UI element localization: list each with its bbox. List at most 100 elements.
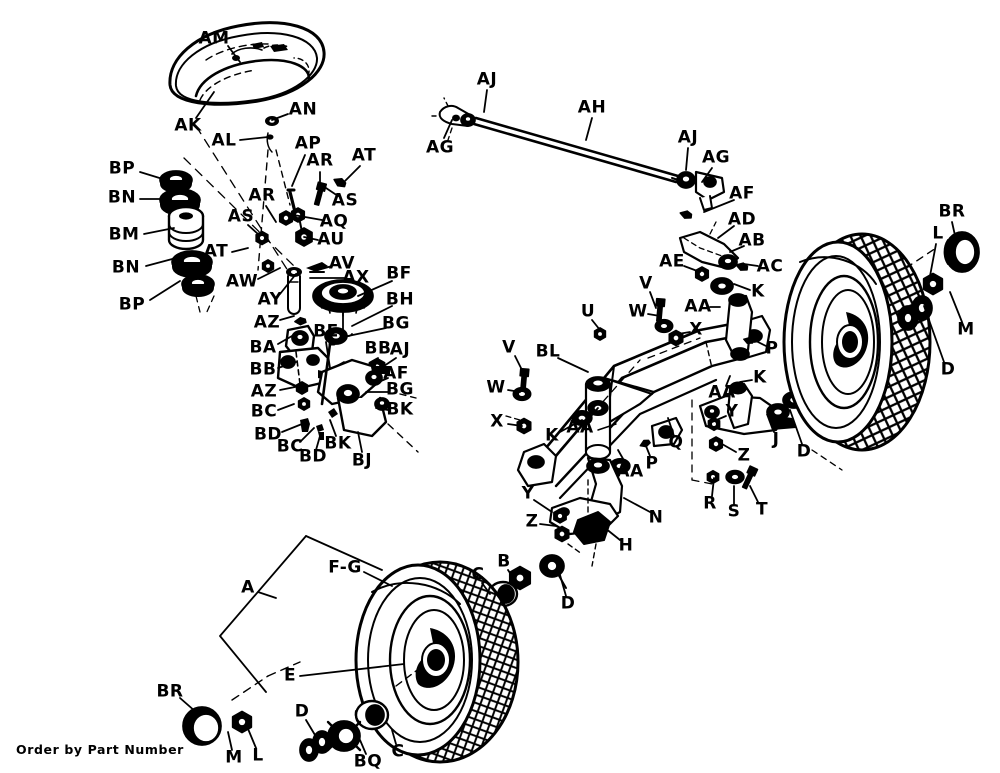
leader-line-ay [279,273,297,295]
callout-label-as: AS [331,190,359,211]
callout-label-bk1: BK [386,399,414,420]
steering-wheel-part [168,21,326,106]
callout-label-v1: V [639,273,653,294]
leader-line-b [507,569,517,583]
callout-label-aa4: AA [616,461,644,482]
leader-line-n [623,497,651,513]
callout-label-fg: F-G [328,557,362,578]
callout-label-bj: BJ [351,450,373,471]
leader-line-bm [143,227,175,235]
callout-label-aj3: AJ [677,127,699,148]
callout-label-p1: P [765,338,779,359]
callout-label-ax: AX [342,267,370,288]
bushing-stack-part [159,170,215,315]
callout-label-br2: BR [156,681,184,702]
leader-line-x2 [507,423,523,427]
leader-line-aj3 [685,147,689,171]
callout-label-bb: BB [249,359,277,380]
callout-label-v2: V [502,337,516,358]
leader-line-v1 [649,291,657,309]
callout-label-ay: AY [257,289,283,310]
leader-line-as2 [247,224,259,235]
callout-label-c2: C [391,741,405,762]
callout-label-af2: AF [729,183,755,204]
leader-line-h [599,523,621,541]
callout-label-aa2: AA [708,382,736,403]
leader-line-bd2 [315,435,321,451]
callout-label-b: B [497,551,511,572]
callout-label-bd: BD [253,424,283,445]
callout-label-u: U [580,301,596,322]
callout-label-t: T [755,499,769,520]
leader-line-al [239,136,269,141]
callout-label-av: AV [328,253,356,274]
leader-line-w2 [507,389,521,393]
callout-label-c1: C [471,564,485,585]
leader-line-at [343,165,361,183]
leader-line-k1 [733,283,751,291]
callout-label-az2: AZ [250,381,278,402]
steering-column-part [183,116,297,275]
leader-line-am [227,45,241,63]
callout-label-d2: D [560,593,576,614]
callout-label-m1: M [957,319,975,340]
leader-line-u [591,319,601,331]
leader-line-an [271,113,289,121]
leader-line-at2 [231,247,249,253]
callout-label-w2: W [486,377,506,398]
callout-label-bn: BN [107,187,137,208]
leader-line-ah [585,117,593,141]
callout-label-p2: P [645,453,659,474]
callout-label-bh: BH [385,289,415,310]
leader-line-bp [139,171,167,181]
leader-line-ag2 [701,167,713,183]
leader-line-aj1 [383,357,397,367]
leader-line-fg [363,571,393,587]
leader-line-y2 [533,499,553,513]
callout-label-ae: AE [659,251,685,272]
leader-line-af1 [373,377,389,385]
leader-line-bk1 [375,407,389,411]
callout-label-bn2: BN [111,257,141,278]
callout-label-am: AM [198,28,230,49]
callout-label-aa3: AA [566,417,594,438]
leader-line-v2 [514,355,525,375]
leader-line-bk2 [329,419,337,437]
leader-line-r [711,477,715,497]
leader-line-p1 [753,339,767,347]
leader-line-bc2 [299,427,315,443]
leader-line-ag1 [443,119,453,139]
callout-label-j: J [772,429,780,450]
left-knuckle-part [487,456,624,608]
callout-label-bp2: BP [118,294,146,315]
leader-line-bd [281,423,303,433]
leader-line-q [667,417,675,437]
callout-label-bp: BP [108,158,136,179]
leader-line-aa3 [585,407,599,423]
leader-line-aw [257,267,281,280]
tie-rod-part [427,97,726,211]
callout-label-ab: AB [738,230,766,251]
leader-line-z1 [721,443,737,453]
leader-line-bg [347,327,387,337]
callout-label-ba: BA [249,337,277,358]
callout-label-l2: L [252,745,264,766]
callout-label-x2: X [490,411,504,432]
callout-label-n: N [648,507,664,528]
leader-line-az2 [279,385,301,391]
callout-label-m2: M [225,747,243,768]
leader-line-m2 [227,731,233,751]
leader-line-bf [357,280,393,297]
callout-label-aa1: AA [684,296,712,317]
callout-label-ag2: AG [701,147,731,168]
leader-line-e [299,663,405,677]
callout-label-k1: K [751,281,765,302]
callout-label-e: E [283,665,297,686]
callout-label-au: AU [317,229,345,250]
callout-label-ap: AP [294,133,322,154]
callout-label-bb2: BB [364,338,392,359]
callout-label-at2: AT [203,241,229,262]
leader-line-p2 [645,445,651,457]
leader-line-bj [357,431,363,453]
